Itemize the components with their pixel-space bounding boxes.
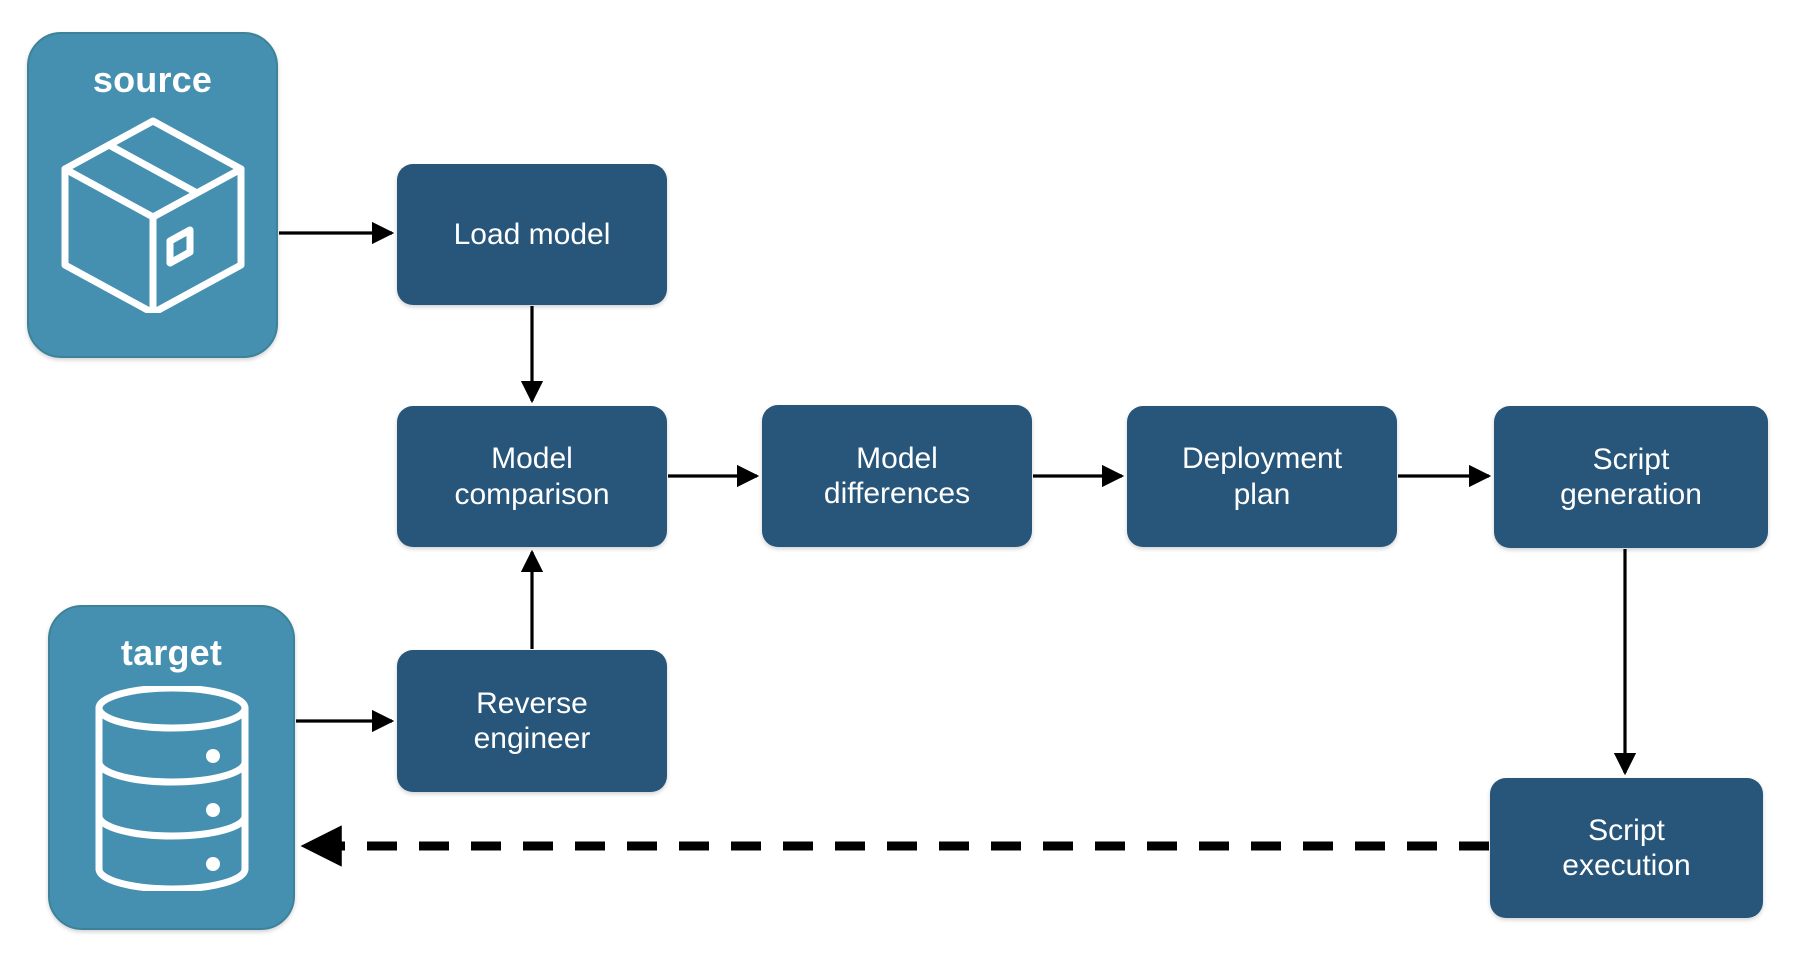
database-cylinder-icon [95,686,248,891]
endpoint-source-label: source [92,59,213,100]
endpoint-target-label: target [120,632,223,673]
node-script-execution[interactable]: Script execution [1490,778,1763,918]
node-script-generation[interactable]: Script generation [1494,406,1768,548]
node-reverse-engineer[interactable]: Reverse engineer [397,650,667,792]
node-model-comparison[interactable]: Model comparison [397,406,667,547]
endpoint-source[interactable]: source [27,32,278,358]
package-box-icon [61,117,244,313]
node-model-differences[interactable]: Model differences [762,405,1032,547]
node-load-model[interactable]: Load model [397,164,667,305]
endpoint-target[interactable]: target [48,605,295,930]
node-deployment-plan[interactable]: Deployment plan [1127,406,1397,547]
